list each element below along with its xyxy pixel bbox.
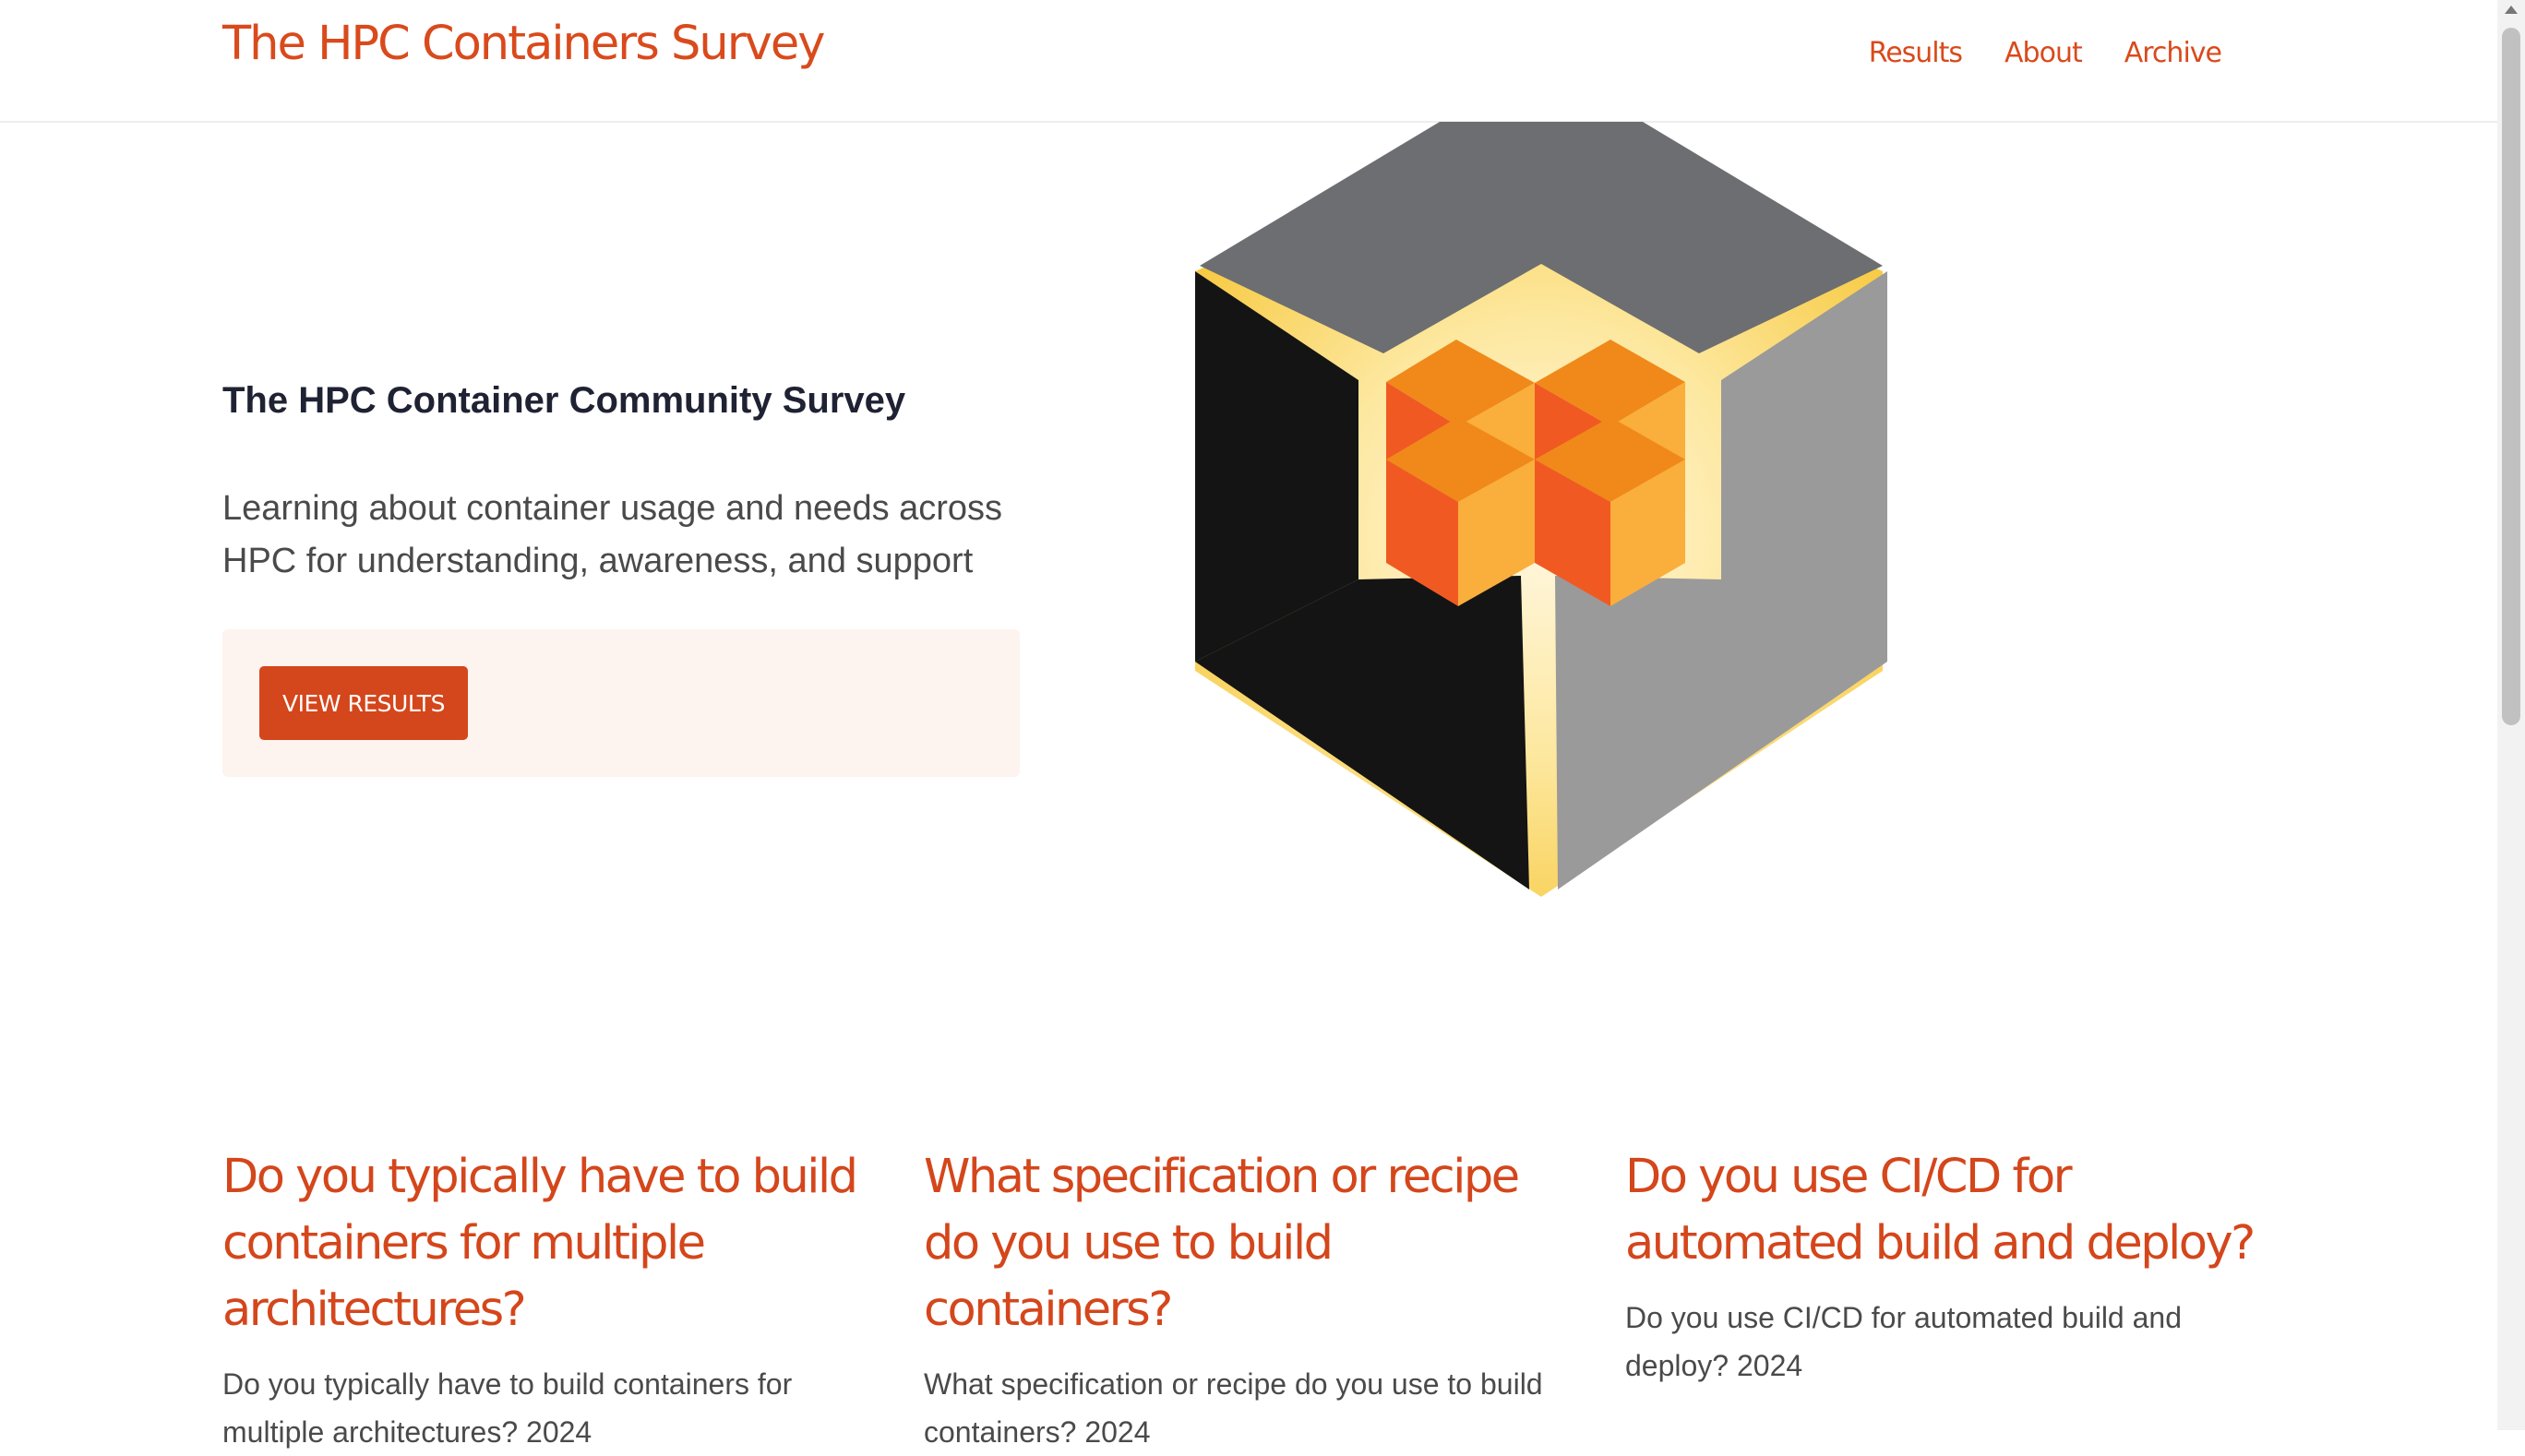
card-description: What specification or recipe do you use … <box>924 1367 1543 1449</box>
card-description: Do you use CI/CD for automated build and… <box>1625 1301 2182 1382</box>
nav-about[interactable]: About <box>2004 37 2083 69</box>
card-ci-cd: Do you use CI/CD for automated build and… <box>1625 1144 2271 1390</box>
hpc-containers-cube-logo <box>1195 122 1887 897</box>
cube-left-face <box>1195 271 1358 662</box>
cube-bottom-left-face <box>1195 576 1529 889</box>
card-multiple-architectures: Do you typically have to build container… <box>222 1144 868 1456</box>
scrollbar-thumb[interactable] <box>2502 28 2520 725</box>
card-title[interactable]: Do you typically have to build container… <box>222 1150 858 1337</box>
card-description: Do you typically have to build container… <box>222 1367 793 1449</box>
site-header: The HPC Containers Survey Results About … <box>0 0 2497 123</box>
scroll-up-arrow-icon[interactable] <box>2505 6 2518 14</box>
card-title[interactable]: What specification or recipe do you use … <box>924 1150 1520 1337</box>
orange-cubes-icon <box>1386 340 1685 606</box>
card-build-specification: What specification or recipe do you use … <box>924 1144 1570 1456</box>
cube-top-face <box>1200 122 1883 353</box>
nav-results[interactable]: Results <box>1868 37 1963 69</box>
view-results-button[interactable]: VIEW RESULTS <box>259 666 468 740</box>
hero-heading: The HPC Container Community Survey <box>222 380 906 421</box>
nav-archive[interactable]: Archive <box>2124 37 2222 69</box>
page-scrollbar[interactable] <box>2497 0 2525 1430</box>
site-title-link[interactable]: The HPC Containers Survey <box>222 17 825 71</box>
cube-right-face <box>1555 271 1887 889</box>
card-title[interactable]: Do you use CI/CD for automated build and… <box>1625 1150 2256 1271</box>
cta-panel: VIEW RESULTS <box>222 629 1020 777</box>
main-nav: Results About Archive <box>1868 37 2222 69</box>
hero-lead: Learning about container usage and needs… <box>222 489 1003 580</box>
